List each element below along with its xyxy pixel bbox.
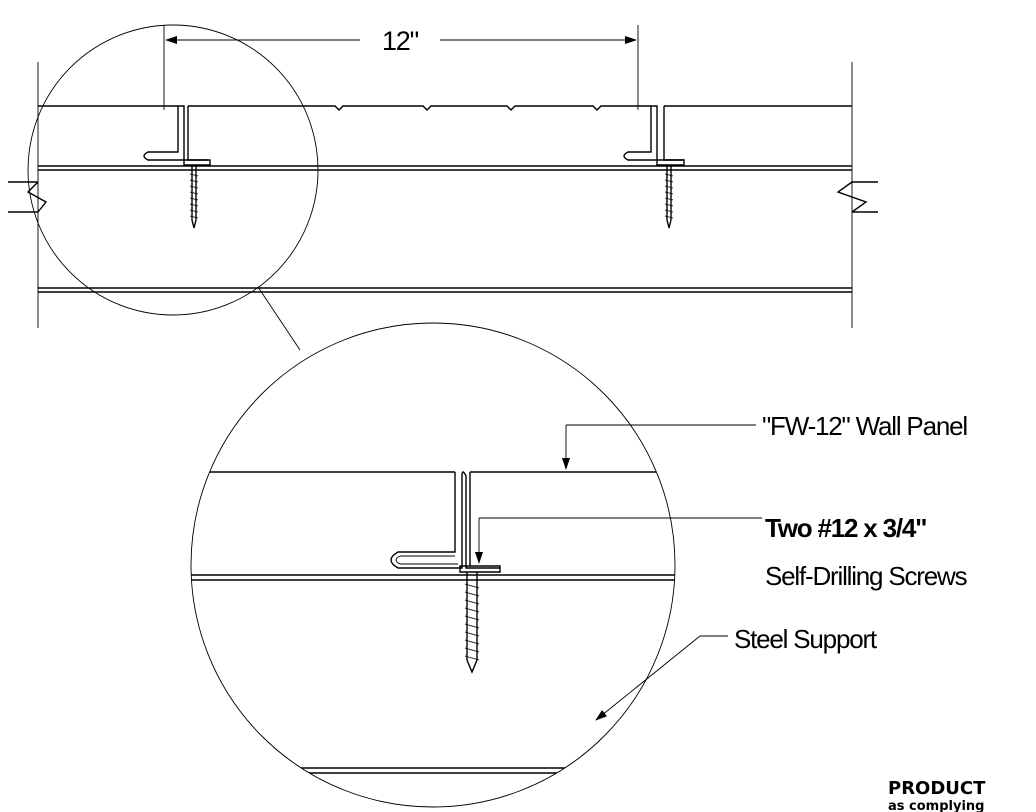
right-screw xyxy=(664,166,674,229)
stamp-line-1: PRODUCT xyxy=(888,778,986,799)
left-break-line xyxy=(8,181,48,213)
enlarged-screw xyxy=(464,572,480,674)
left-screw xyxy=(189,166,199,229)
detail-leader-line xyxy=(257,286,301,351)
left-washer xyxy=(183,159,211,166)
stamp-line-2: as complying xyxy=(888,799,984,812)
enlarged-detail-view xyxy=(191,471,675,774)
right-break-line xyxy=(836,181,878,213)
enlarged-hook-inner xyxy=(395,555,458,565)
approval-stamp-text: PRODUCT as complying xyxy=(888,778,986,812)
right-panel-joint xyxy=(623,105,684,161)
spacing-dimension: 12" xyxy=(163,25,639,110)
enlarged-panel-joint xyxy=(390,471,500,569)
enlarged-washer xyxy=(459,565,501,573)
left-panel-joint xyxy=(143,105,208,161)
wall-panel-label: "FW-12" Wall Panel xyxy=(762,411,967,441)
right-washer xyxy=(656,159,685,166)
steel-support-leader-arrow xyxy=(595,635,701,721)
screws-callout: Two #12 x 3/4" Self-Drilling Screws xyxy=(475,513,969,591)
steel-support-callout: Steel Support xyxy=(595,624,879,721)
screws-label-line1: Two #12 x 3/4" xyxy=(765,513,926,543)
wall-panel-callout: "FW-12" Wall Panel xyxy=(562,411,969,470)
top-elevation-view xyxy=(8,62,878,328)
panel-top-edge xyxy=(38,105,852,111)
steel-support-label: Steel Support xyxy=(734,624,878,654)
screws-label-line2: Self-Drilling Screws xyxy=(765,561,968,591)
dimension-label: 12" xyxy=(382,26,419,56)
detail-callout-circle-small xyxy=(27,24,319,316)
detail-enlarged-circle xyxy=(190,322,676,808)
